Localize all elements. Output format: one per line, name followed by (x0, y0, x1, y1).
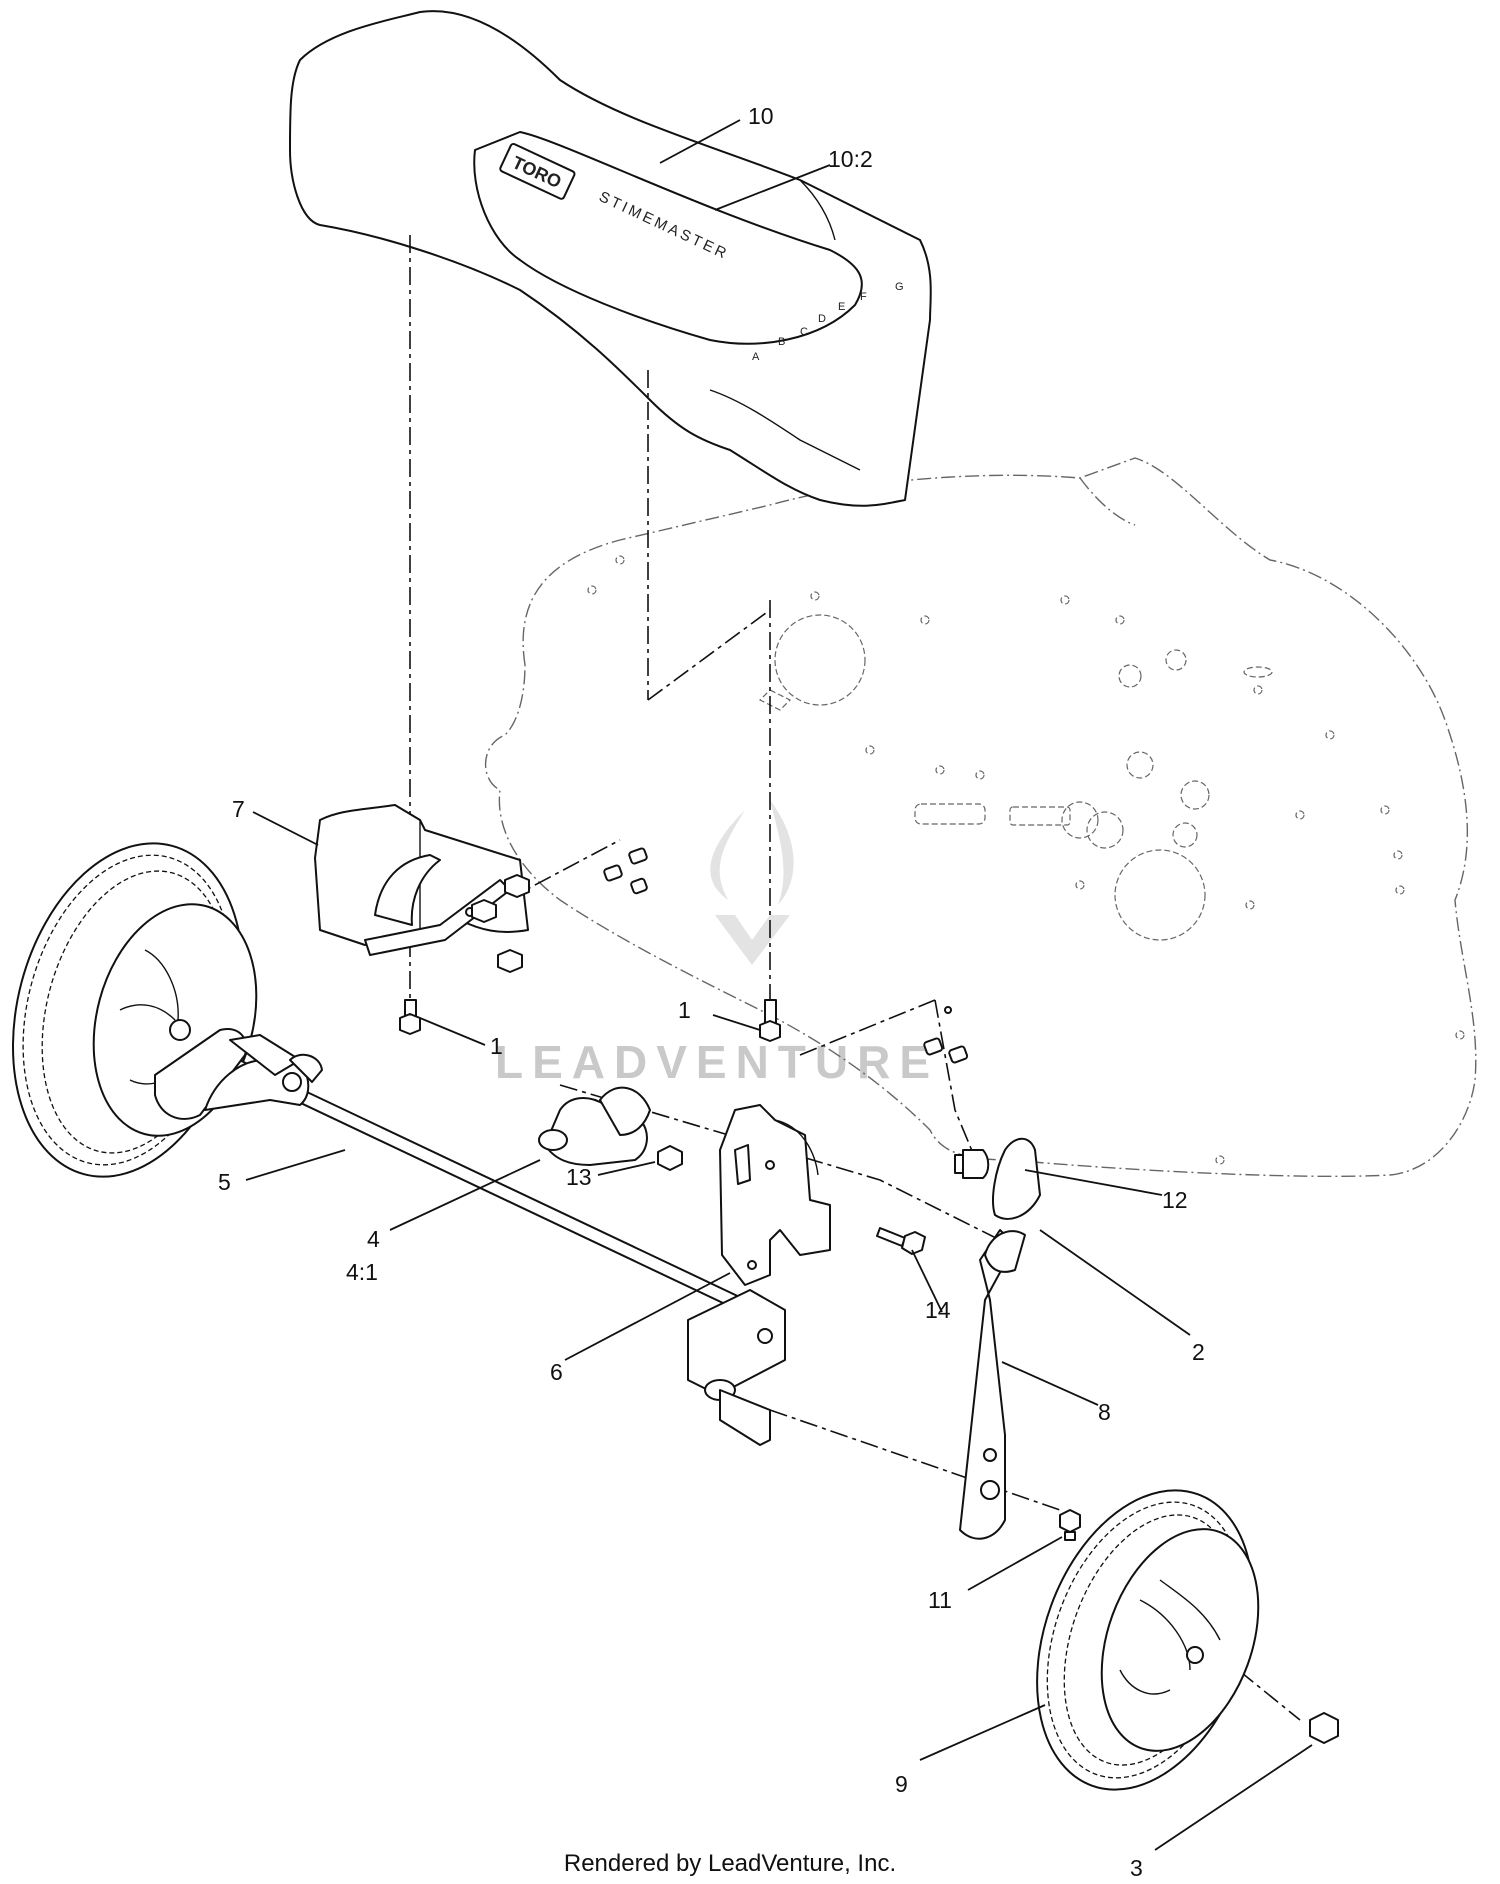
flange-nut (1309, 1712, 1339, 1744)
wheel-left (11, 842, 258, 1178)
callout-leaders (245, 119, 1313, 1851)
mower-deck (484, 457, 1477, 1178)
callout-10-2: 10:2 (828, 146, 873, 172)
watermark-text: LEADVENTURE (495, 1036, 939, 1088)
grip (992, 1137, 1041, 1220)
height-scale-letter: G (895, 281, 904, 293)
callout-12: 12 (1162, 1187, 1188, 1213)
bolt-14 (876, 1227, 926, 1255)
callout-1-center: 1 (678, 997, 691, 1023)
handle-shroud: TORO STIMEMASTER A B C D E F G (289, 10, 932, 507)
callout-8: 8 (1098, 1399, 1111, 1425)
callout-14: 14 (925, 1297, 951, 1323)
height-adjust-plate (719, 1104, 831, 1286)
callout-7: 7 (232, 796, 245, 822)
height-scale-letter: E (838, 301, 845, 313)
height-bracket-left (314, 804, 530, 973)
carriage-bolt (954, 1149, 990, 1179)
bolt-1-center (759, 999, 781, 1042)
height-scale-letter: A (752, 351, 760, 363)
callout-4: 4 (367, 1226, 380, 1252)
watermark: LEADVENTURE (495, 800, 939, 1088)
watermark-flame-icon (710, 800, 794, 965)
height-scale: A B C D E F G (752, 281, 904, 363)
callout-labels: 10 10:2 7 1 1 5 4 4:1 13 12 2 14 6 8 11 … (218, 103, 1205, 1881)
callout-5: 5 (218, 1169, 231, 1195)
callout-9: 9 (895, 1771, 908, 1797)
callout-3: 3 (1130, 1855, 1143, 1881)
callout-13: 13 (566, 1164, 592, 1190)
callout-1-left: 1 (490, 1033, 503, 1059)
height-scale-letter: B (778, 336, 785, 348)
bolt-1-left (399, 999, 421, 1035)
height-scale-letter: F (860, 291, 867, 303)
height-scale-letter: C (800, 326, 808, 338)
nut (657, 1145, 683, 1171)
callout-4-1: 4:1 (346, 1259, 378, 1285)
callout-11: 11 (928, 1587, 952, 1613)
footer-credit-text: Rendered by LeadVenture, Inc. (563, 1850, 897, 1877)
wheel-right (1036, 1489, 1260, 1791)
footer-credit: Rendered by LeadVenture, Inc. (0, 1850, 1500, 1878)
height-scale-letter: D (818, 313, 826, 325)
callout-6: 6 (550, 1359, 563, 1385)
pivot-mount (687, 1289, 786, 1446)
pivot-arm-left (154, 1028, 323, 1120)
lever (959, 1229, 1026, 1540)
callout-10: 10 (748, 103, 774, 129)
bushing (538, 1086, 651, 1166)
callout-2: 2 (1192, 1339, 1205, 1365)
bolt-11 (1059, 1509, 1081, 1541)
